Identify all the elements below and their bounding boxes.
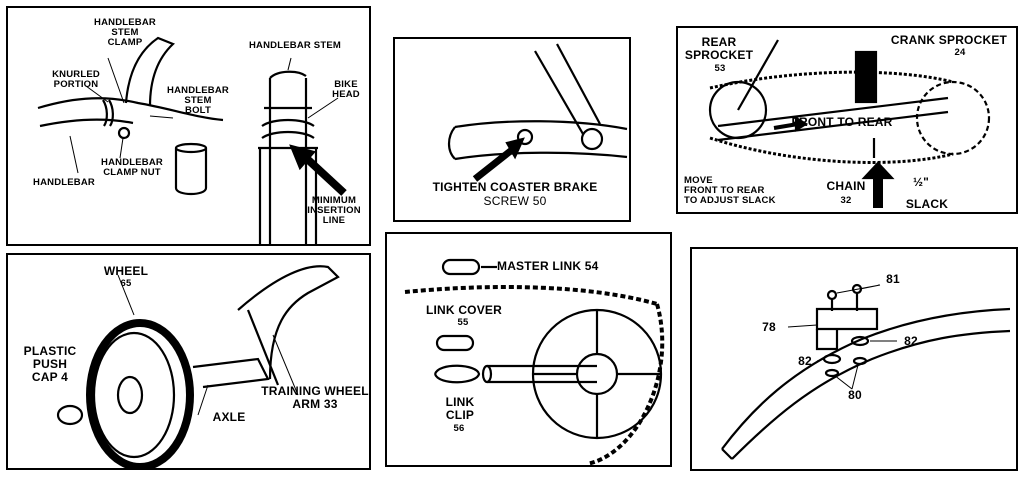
bike-head-label: BIKE HEAD	[332, 79, 360, 100]
axle-label: AXLE	[212, 410, 246, 424]
front-to-rear-label: FRONT TO REAR	[791, 115, 893, 129]
move-front-to-rear-note: MOVE FRONT TO REAR TO ADJUST SLACK	[684, 175, 776, 206]
crank-sprocket-label: CRANK SPROCKET	[890, 33, 1008, 47]
coaster-brake-panel: TIGHTEN COASTER BRAKE SCREW 50	[393, 37, 631, 222]
tighten-coaster-brake-label: TIGHTEN COASTER BRAKE	[432, 180, 598, 194]
handlebar-stem-bolt-label: HANDLEBAR STEM BOLT	[167, 85, 229, 116]
part-81-label: 81	[886, 272, 900, 286]
fender-illustration	[721, 283, 1011, 460]
master-link-illustration	[404, 258, 665, 465]
handlebar-stem-label: HANDLEBAR STEM	[249, 40, 341, 51]
part-82-right-label: 82	[904, 334, 918, 348]
rear-sprocket-number: 53	[714, 63, 726, 74]
minimum-insertion-line-label: MINIMUM INSERTION LINE	[307, 195, 361, 226]
part-78-label: 78	[762, 320, 776, 334]
coaster-brake-illustration	[447, 43, 628, 182]
training-wheel-illustration	[56, 265, 340, 468]
knurled-portion-label: KNURLED PORTION	[52, 69, 100, 90]
chain-number: 32	[840, 195, 852, 206]
rear-sprocket-label: REAR SPROCKET	[684, 35, 754, 62]
link-clip-label: LINK CLIP	[445, 395, 475, 422]
part-82-left-label: 82	[798, 354, 812, 368]
plastic-push-cap-label: PLASTIC PUSH CAP 4	[23, 344, 77, 384]
handlebar-stem-illustration	[37, 36, 347, 244]
crank-sprocket-number: 24	[954, 47, 966, 58]
wheel-number: 65	[120, 278, 132, 289]
link-clip-number: 56	[453, 423, 465, 434]
handlebar-stem-panel: HANDLEBAR STEM CLAMP KNURLED PORTION HAN…	[6, 6, 371, 246]
chain-slack-panel: REAR SPROCKET 53 CRANK SPROCKET 24 FRONT…	[676, 26, 1018, 214]
handlebar-label: HANDLEBAR	[33, 177, 95, 188]
training-wheel-arm-label: TRAINING WHEEL ARM 33	[261, 384, 369, 411]
chain-slack-illustration	[708, 39, 991, 208]
screw-part-label: SCREW 50	[483, 194, 547, 208]
link-cover-number: 55	[457, 317, 469, 328]
master-link-panel: MASTER LINK 54 LINK COVER 55 LINK CLIP 5…	[385, 232, 672, 467]
fender-panel: 81 78 82 82 80	[690, 247, 1018, 471]
wheel-label: WHEEL	[103, 264, 149, 278]
chain-label: CHAIN	[826, 179, 866, 193]
link-cover-label: LINK COVER	[425, 303, 502, 317]
part-80-label: 80	[848, 388, 862, 402]
handlebar-stem-clamp-label: HANDLEBAR STEM CLAMP	[94, 17, 156, 48]
slack-label: SLACK	[905, 197, 949, 211]
training-wheel-panel: WHEEL 65 PLASTIC PUSH CAP 4 AXLE TRAININ…	[6, 253, 371, 470]
handlebar-clamp-nut-label: HANDLEBAR CLAMP NUT	[101, 157, 163, 178]
half-inch-label: ½"	[912, 175, 930, 189]
master-link-label: MASTER LINK 54	[497, 259, 599, 273]
